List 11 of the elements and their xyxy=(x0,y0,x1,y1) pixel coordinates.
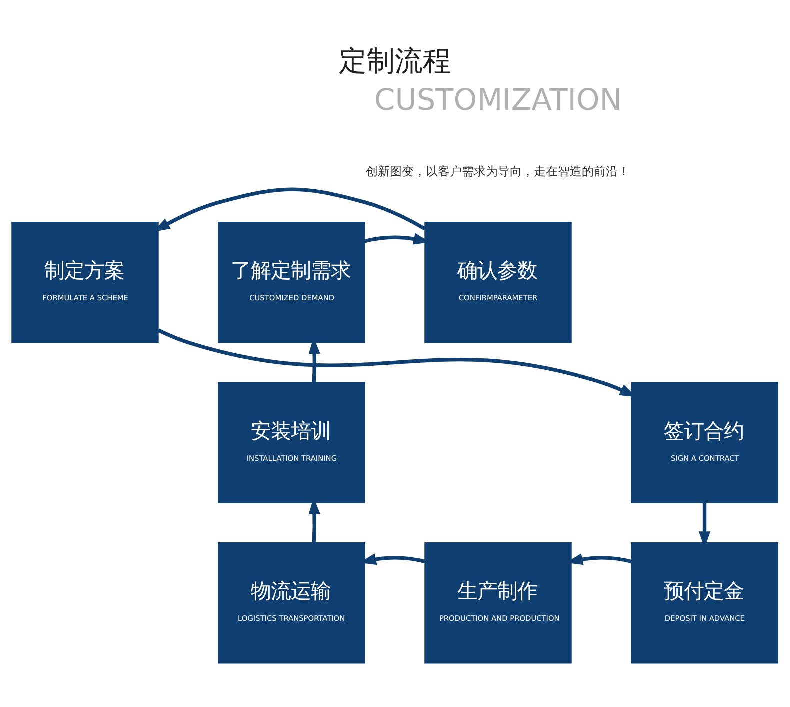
node-box: 签订合约 SIGN A CONTRACT xyxy=(631,382,778,504)
node-box: 安装培训 INSTALLATION TRAINING xyxy=(218,382,366,504)
node-box: 制定方案 FORMULATE A SCHEME xyxy=(12,222,159,343)
node-box: 物流运输 LOGISTICS TRANSPORTATION xyxy=(218,542,366,664)
node-box: 预付定金 DEPOSIT IN ADVANCE xyxy=(631,542,778,664)
diagram-title: 定制流程 xyxy=(339,44,451,78)
node-box: 了解定制需求 CUSTOMIZED DEMAND xyxy=(218,222,366,343)
label: CUSTOMIZATION xyxy=(374,82,622,117)
label: 创新图变，以客户需求为导向，走在智造的前沿！ xyxy=(366,164,630,178)
node-box: 生产制作 PRODUCTION AND PRODUCTION xyxy=(424,542,572,664)
node-box: 确认参数 CONFIRMPARAMETER xyxy=(424,222,572,343)
